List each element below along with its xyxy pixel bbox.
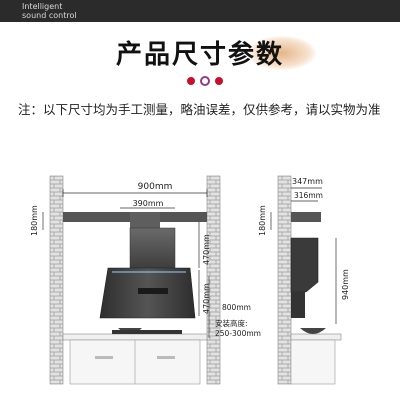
dim-900-label: 900mm xyxy=(138,182,173,192)
dim-180-label: 180mm xyxy=(30,205,39,236)
side-duct xyxy=(291,212,321,222)
dim-800-label: 800mm xyxy=(222,303,251,312)
front-wall-right xyxy=(206,175,221,385)
header-bar: Intelligent sound control xyxy=(0,0,400,22)
dim-470-upper-label: 470mm xyxy=(202,234,211,265)
side-cabinet xyxy=(290,339,336,385)
front-duct-riser xyxy=(130,212,160,232)
front-drawer-handle-left xyxy=(95,356,113,359)
dim-347-label: 347mm xyxy=(292,177,323,186)
dim-470-lower-label: 470mm xyxy=(202,283,211,314)
side-wall xyxy=(277,175,292,385)
dim-side-180-label: 180mm xyxy=(258,205,267,236)
page-title: 产品尺寸参数 xyxy=(115,40,284,70)
install-height-label: 安装高度: xyxy=(215,318,248,328)
side-hood-front xyxy=(291,292,305,318)
title-divider-dots xyxy=(185,74,225,88)
dim-940-label: 940mm xyxy=(341,269,350,300)
install-height-range: 250-300mm xyxy=(215,329,261,338)
divider-dot-center xyxy=(200,76,210,86)
measurement-note: 注：以下尺寸均为手工测量，略油误差，仅供参考，请以实物为准 xyxy=(18,102,381,117)
title-brush-accent xyxy=(248,36,316,70)
dim-390-label: 390mm xyxy=(133,199,164,208)
divider-dot-left xyxy=(187,77,195,85)
front-stove xyxy=(112,330,182,334)
brand-line-2: sound control xyxy=(22,11,77,20)
divider-dot-right xyxy=(215,77,223,85)
front-wall-left xyxy=(49,175,64,385)
front-countertop xyxy=(62,333,208,341)
side-wok xyxy=(300,328,326,334)
side-hood-body xyxy=(290,237,319,293)
front-view: 900mm 390mm 180mm 470mm 470mm 800mm 安装高度… xyxy=(30,175,261,385)
brand-line-1: Intelligent xyxy=(22,2,63,11)
front-hood-display xyxy=(138,288,168,294)
front-drawer-handle-right xyxy=(157,356,175,359)
side-view: 347mm 316mm 180mm 940mm xyxy=(258,175,350,385)
side-countertop xyxy=(290,333,342,341)
dim-316-label: 316mm xyxy=(294,191,323,200)
front-hood-chimney xyxy=(129,227,176,269)
